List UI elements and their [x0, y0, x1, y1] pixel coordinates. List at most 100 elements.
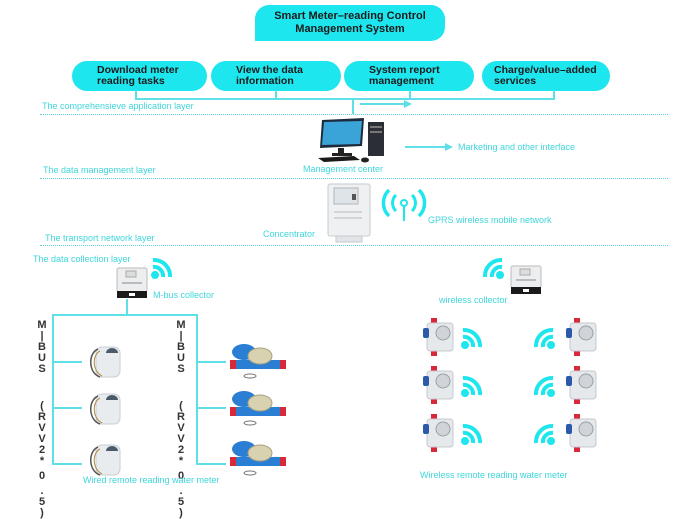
blue-water-meter-icon	[230, 391, 286, 426]
bus-char: |	[179, 330, 183, 342]
wireless-collector-label: wireless collector	[439, 295, 508, 305]
title-line-1: Smart Meter–reading Control	[274, 10, 426, 22]
mbus-collector-label: M-bus collector	[153, 290, 215, 300]
marketing-interface-label: Marketing and other interface	[458, 142, 576, 152]
wireless-water-meter-icon	[423, 366, 454, 404]
pill-line: management	[369, 75, 434, 87]
bus-line	[52, 314, 198, 316]
arrow-right-icon	[405, 143, 453, 151]
bus-char: V	[38, 422, 46, 434]
connector	[553, 90, 555, 99]
wifi-signal-icon	[533, 423, 555, 445]
wireless-water-meter-icon	[566, 414, 597, 452]
bus-line	[52, 314, 54, 464]
pill-line: Download meter	[97, 64, 179, 76]
bus-char: 2	[38, 444, 46, 456]
bus-label-left: M | B U S ( R V V 2 * 0 . 5 )	[35, 320, 49, 519]
bus-char: 0	[177, 470, 185, 482]
pill-line: Charge/value–added	[494, 64, 597, 76]
management-center-label: Management center	[303, 164, 384, 174]
bus-branch	[52, 463, 82, 465]
bus-char: *	[178, 455, 184, 467]
bus-char: R	[38, 411, 46, 423]
bus-char: )	[40, 507, 44, 519]
wireless-collector-device-icon	[510, 265, 542, 294]
mbus-collector-device-icon	[116, 267, 148, 298]
bus-char: 0	[38, 470, 46, 482]
spacer	[174, 375, 188, 401]
bus-char: .	[40, 485, 44, 497]
bus-char: |	[40, 330, 44, 342]
pill-line: services	[494, 75, 537, 87]
connector	[135, 90, 137, 99]
system-title: Smart Meter–reading Control Management S…	[255, 5, 445, 41]
bus-branch	[52, 407, 82, 409]
wireless-water-meter-icon	[566, 318, 597, 356]
layer-divider	[40, 178, 668, 179]
layer-divider	[40, 114, 668, 115]
blue-water-meter-icon	[230, 344, 286, 379]
wired-meter-caption: Wired remote reading water meter	[83, 475, 220, 485]
bus-char: U	[38, 352, 46, 364]
bus-line	[196, 314, 198, 464]
bus-label-right: M | B U S ( R V V 2 * 0 . 5 )	[174, 320, 188, 519]
app-download-tasks: Download meter reading tasks	[72, 61, 207, 91]
app-view-data: View the data information	[211, 61, 341, 91]
bus-char: V	[177, 422, 185, 434]
connector	[409, 90, 411, 99]
pill-line: information	[236, 75, 294, 87]
bus-char: M	[37, 319, 47, 331]
concentrator-device-icon	[327, 183, 371, 243]
bus-char: V	[177, 433, 185, 445]
wifi-signal-icon	[482, 257, 504, 279]
wifi-signal-icon	[461, 327, 483, 349]
wired-water-meter-icon	[90, 444, 121, 476]
bus-char: B	[38, 341, 46, 353]
layer-label-data-collection: The data collection layer	[33, 254, 131, 264]
wireless-water-meter-icon	[423, 414, 454, 452]
bus-char: )	[179, 507, 183, 519]
bus-char: U	[177, 352, 185, 364]
wireless-water-meter-icon	[566, 366, 597, 404]
bus-char: R	[177, 411, 185, 423]
bus-char: V	[38, 433, 46, 445]
bus-branch	[196, 361, 226, 363]
bus-char: *	[39, 455, 45, 467]
app-charge-services: Charge/value–added services	[482, 61, 610, 91]
bus-char: 5	[177, 496, 185, 508]
app-system-report: System report management	[344, 61, 474, 91]
connector-bar	[135, 98, 555, 100]
bus-char: B	[177, 341, 185, 353]
pill-line: View the data	[236, 64, 303, 76]
pill-line: System report	[369, 64, 440, 76]
wireless-antenna-icon	[381, 188, 427, 221]
wired-water-meter-icon	[90, 346, 121, 378]
bus-char: (	[40, 400, 44, 412]
spacer	[35, 375, 49, 401]
wifi-signal-icon	[533, 327, 555, 349]
bus-line	[126, 299, 128, 315]
wifi-signal-icon	[461, 423, 483, 445]
computer-icon	[318, 118, 384, 163]
wifi-signal-icon	[533, 375, 555, 397]
bus-char: M	[176, 319, 186, 331]
blue-water-meter-icon	[230, 441, 286, 476]
pill-line: reading tasks	[97, 75, 165, 87]
bus-branch	[196, 407, 226, 409]
wired-water-meter-icon	[90, 393, 121, 425]
connector-down	[352, 98, 354, 114]
wifi-signal-icon	[151, 257, 173, 279]
concentrator-label: Concentrator	[263, 229, 316, 239]
bus-char: .	[179, 485, 183, 497]
bus-char: (	[179, 400, 183, 412]
layer-divider	[40, 245, 668, 246]
connector	[275, 90, 277, 99]
layer-label-transport: The transport network layer	[45, 233, 155, 243]
layer-label-application: The comprehensieve application layer	[42, 101, 194, 111]
wifi-signal-icon	[461, 375, 483, 397]
layer-label-data-management: The data management layer	[43, 165, 156, 175]
arrow-right-icon	[360, 100, 412, 108]
bus-char: 2	[177, 444, 185, 456]
bus-char: 5	[38, 496, 46, 508]
bus-char: S	[38, 363, 46, 375]
